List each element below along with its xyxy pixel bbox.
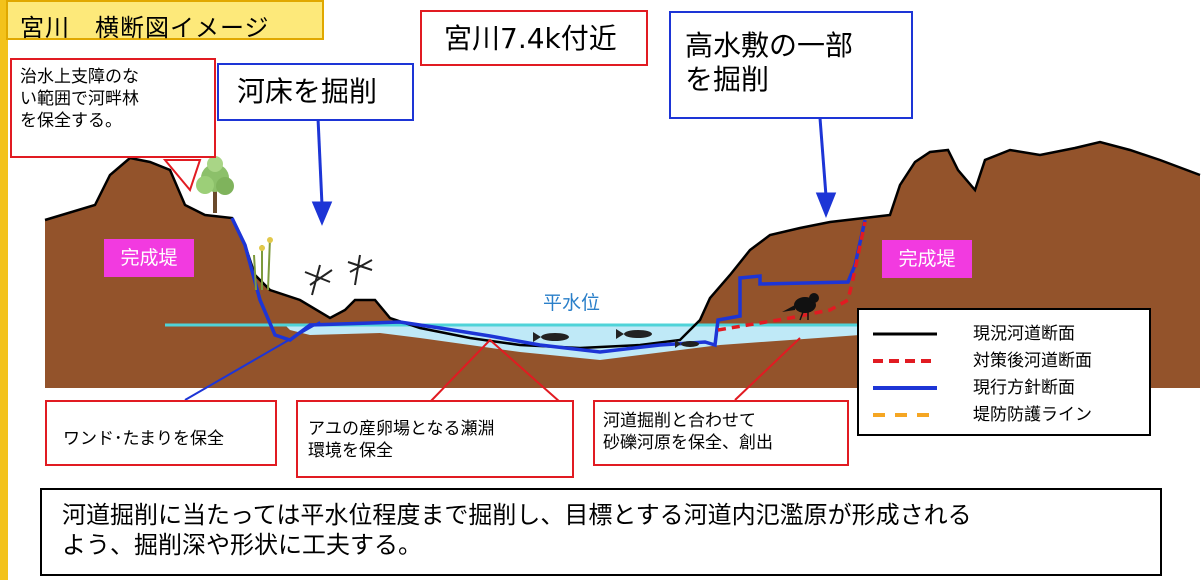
current-policy-section-line (230, 217, 867, 354)
legend-label: 堤防防護ライン (973, 405, 1092, 425)
callout-arrow-highwater (815, 117, 837, 219)
callout-pointer-gravel (734, 337, 801, 401)
note-box: 河道掘削に当たっては平水位程度まで掘削し、目標とする河道内氾濫原が形成される よ… (40, 488, 1162, 576)
riparian-callout-line: い範囲で河畔林 (20, 89, 139, 109)
ayu-callout-line: 環境を保全 (308, 441, 393, 461)
riparian-tree-icon (196, 156, 234, 213)
riparian-callout-line: を保全する。 (20, 111, 122, 131)
riverbed-callout: 河床を掘削 (217, 63, 414, 121)
legend-label: 現況河道断面 (973, 324, 1075, 344)
legend-label: 現行方針断面 (973, 378, 1075, 398)
riparian-callout: 治水上支障のな い範囲で河畔林 を保全する。 (10, 58, 216, 158)
existing-section-line (44, 140, 1201, 350)
callout-pointer-riparian (162, 159, 202, 193)
dragonfly-icon (304, 254, 373, 296)
fish-icon (533, 329, 699, 348)
callout-pointer-ayu (429, 338, 561, 403)
legend-item-existing: 現況河道断面 (873, 322, 1163, 346)
post-measure-section-line (717, 221, 867, 332)
highwater-callout-line: を掘削 (685, 63, 770, 96)
location-label: 宮川7.4k付近 (420, 10, 648, 66)
bird-icon (782, 293, 819, 321)
levee-label-left: 完成堤 (104, 239, 194, 277)
gravel-callout: 河道掘削と合わせて 砂礫河原を保全、創出 (593, 400, 849, 466)
page-title: 宮川 横断図イメージ (6, 0, 324, 42)
note-line: よう、掘削深や形状に工夫する。 (62, 531, 422, 559)
callout-pointer-wando (184, 321, 321, 401)
callout-arrow-riverbed (311, 117, 333, 226)
reed-plant-icon (253, 237, 273, 291)
gravel-callout-line: 砂礫河原を保全、創出 (603, 433, 773, 453)
riparian-callout-line: 治水上支障のな (20, 67, 139, 87)
gravel-callout-line: 河道掘削と合わせて (603, 411, 756, 431)
highwater-callout: 高水敷の一部 を掘削 (669, 11, 913, 119)
highwater-callout-line: 高水敷の一部 (685, 29, 854, 62)
legend-item-current-policy: 現行方針断面 (873, 376, 1163, 400)
left-accent-bar (0, 0, 8, 580)
ayu-callout: アユの産卵場となる瀬淵 環境を保全 (296, 400, 574, 478)
note-line: 河道掘削に当たっては平水位程度まで掘削し、目標とする河道内氾濫原が形成される (62, 501, 972, 529)
legend-item-post-measure: 対策後河道断面 (873, 349, 1163, 373)
legend-item-levee-protection: 堤防防護ライン (873, 403, 1163, 427)
legend-label: 対策後河道断面 (973, 351, 1092, 371)
water-level-label: 平水位 (543, 292, 600, 314)
levee-label-right: 完成堤 (882, 240, 972, 278)
ayu-callout-line: アユの産卵場となる瀬淵 (308, 419, 495, 439)
wando-callout: ワンド･たまりを保全 (45, 400, 277, 466)
legend: 現況河道断面 対策後河道断面 現行方針断面 堤防防護ライン (857, 308, 1151, 436)
